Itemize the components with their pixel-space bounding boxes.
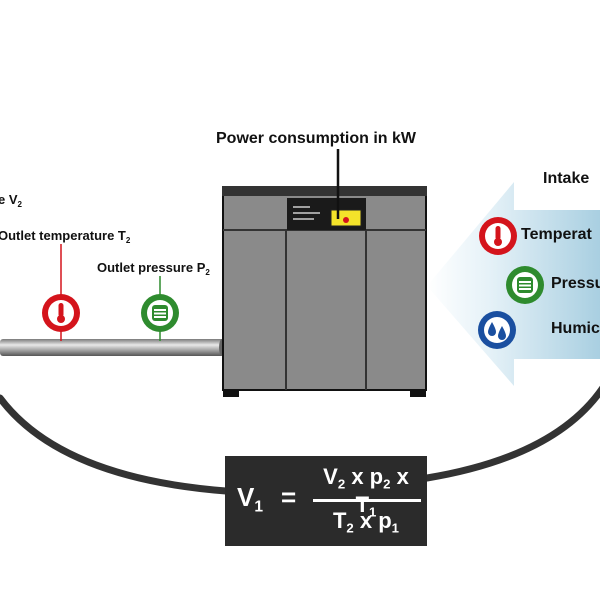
outlet-volume-label: e V2 — [0, 192, 22, 209]
formula-numerator: V2 x p2 x T1 — [323, 464, 409, 520]
thermometer-icon — [42, 294, 80, 332]
pressure-gauge-icon — [141, 294, 179, 332]
cabinet-foot-right — [410, 389, 426, 397]
formula-fraction-bar — [313, 499, 421, 502]
power-consumption-label: Power consumption in kW — [216, 130, 417, 147]
intake-pressure-gauge-icon — [506, 266, 544, 304]
water-drops-icon — [478, 311, 516, 349]
outlet-pipe — [0, 339, 224, 356]
power-meter-indicator — [343, 217, 349, 223]
formula-equals: = — [281, 482, 297, 512]
intake-humidity-label: Humic — [551, 320, 600, 337]
intake-thermometer-icon — [479, 217, 517, 255]
cabinet-roof — [222, 186, 427, 196]
formula-lhs: V1 — [237, 482, 264, 516]
formula-denominator: T2 x p1 — [332, 508, 400, 536]
circuit-loop-curve-right — [423, 385, 600, 482]
outlet-temperature-label: Outlet temperature T2 — [0, 228, 131, 245]
intake-pressure-label: Pressu — [551, 275, 600, 292]
cabinet-foot-left — [223, 389, 239, 397]
volume-formula-box: V1 = V2 x p2 x T1 T2 x p1 — [225, 456, 427, 546]
outlet-pressure-label: Outlet pressure P2 — [97, 260, 210, 277]
intake-temperature-label: Temperat — [521, 226, 592, 243]
intake-label: Intake — [543, 170, 590, 187]
circuit-loop-curve — [0, 394, 230, 495]
compressor-cabinet — [222, 186, 427, 397]
